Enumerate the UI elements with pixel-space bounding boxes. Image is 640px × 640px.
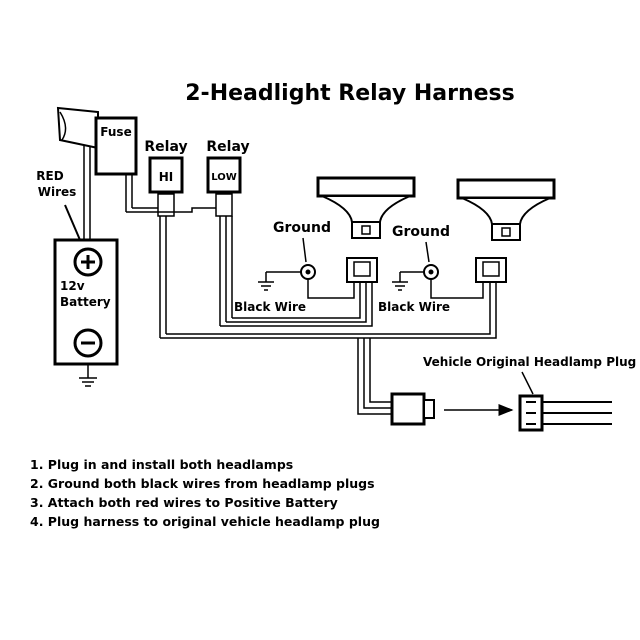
relay-hi-header: Relay (144, 139, 187, 155)
headlamp-plug-left (346, 257, 378, 283)
headlamp-left (316, 176, 416, 239)
black-wire-label-left: Black Wire (234, 300, 306, 314)
harness-wires (125, 174, 497, 415)
relay-hi: HI (148, 156, 184, 217)
battery-ground-symbol (79, 364, 97, 387)
page-title: 2-Headlight Relay Harness (185, 81, 514, 106)
battery-label-line1: 12v (60, 279, 85, 293)
relay-hi-label: HI (159, 170, 174, 184)
headlamp-right (456, 178, 556, 241)
relay-low: LOW (206, 156, 242, 217)
fuse-box: Fuse (94, 116, 138, 176)
ground-label-right: Ground (392, 224, 450, 240)
vehicle-plug-label: Vehicle Original Headlamp Plug (423, 355, 636, 369)
battery: 12v Battery (53, 238, 119, 366)
vehicle-plug-wires (542, 401, 612, 425)
ground-symbol-left (258, 264, 355, 299)
vehicle-original-plug (518, 394, 544, 432)
instruction-step: 2. Ground both black wires from headlamp… (30, 476, 375, 491)
vehicle-plug-pointer (521, 371, 534, 395)
relay-low-label: LOW (211, 172, 237, 183)
cable-sheath (56, 106, 99, 150)
battery-label-line2: Battery (60, 295, 111, 309)
relay-low-header: Relay (206, 139, 249, 155)
instruction-step: 4. Plug harness to original vehicle head… (30, 514, 380, 529)
ground-pointer-left (302, 237, 307, 263)
instruction-step: 1. Plug in and install both headlamps (30, 457, 294, 472)
fuse-label: Fuse (100, 125, 131, 139)
red-wire (83, 146, 91, 248)
instruction-list: 1. Plug in and install both headlamps 2.… (30, 455, 590, 531)
red-wires-label-line2: Wires (38, 185, 77, 199)
headlamp-plug-right (475, 257, 507, 283)
harness-plug (390, 392, 435, 426)
ground-label-left: Ground (273, 220, 331, 236)
black-wire-label-right: Black Wire (378, 300, 450, 314)
ground-pointer-right (425, 241, 430, 263)
instruction-step: 3. Attach both red wires to Positive Bat… (30, 495, 338, 510)
red-wires-pointer (64, 204, 81, 241)
red-wires-label-line1: RED (36, 169, 63, 183)
ground-symbol-right (392, 264, 484, 299)
